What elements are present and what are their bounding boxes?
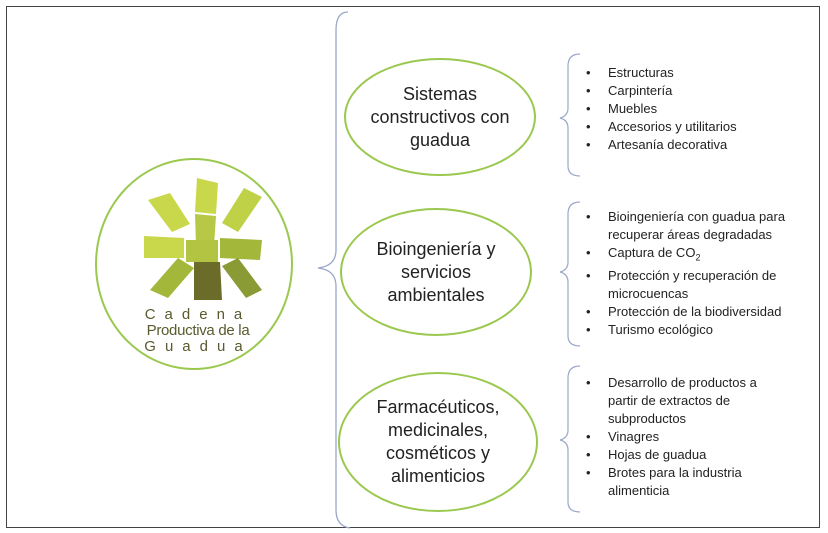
list-item: Protección y recuperación de microcuenca… — [580, 267, 824, 303]
logo-caption-line-3: Guadua — [144, 338, 252, 355]
category-3-line-1: Farmacéuticos, — [376, 397, 500, 417]
brace-group-1 — [559, 53, 581, 177]
list-item: Vinagres — [580, 428, 810, 446]
category-1-line-1: Sistemas — [402, 83, 478, 104]
category-1-list: Estructuras Carpintería Muebles Accesori… — [580, 64, 810, 154]
category-3-line-3: cosméticos y — [385, 443, 490, 463]
category-1-line-2: constructivos con — [370, 106, 510, 127]
logo-caption-line-1: Cadena — [144, 306, 252, 323]
list-item: Turismo ecológico — [580, 321, 824, 339]
list-item: Protección de la biodiversidad — [580, 303, 824, 321]
category-label-2: Bioingeniería y servicios ambientales — [356, 238, 515, 307]
category-1-line-3: guadua — [409, 129, 471, 150]
category-3-line-2: medicinales, — [387, 420, 489, 440]
category-ellipse-3: Farmacéuticos, medicinales, cosméticos y… — [338, 372, 538, 512]
category-ellipse-1: Sistemas constructivos con guadua — [344, 58, 536, 176]
list-item: Brotes para la industria alimenticia — [580, 464, 810, 500]
list-item: Captura de CO2 — [580, 244, 824, 267]
category-ellipse-2: Bioingeniería y servicios ambientales — [340, 208, 532, 336]
list-item: Accesorios y utilitarios — [580, 118, 810, 136]
list-item: Carpintería — [580, 82, 810, 100]
center-ellipse — [95, 158, 293, 370]
list-item: Artesanía decorativa — [580, 136, 810, 154]
brace-group-2 — [559, 201, 581, 347]
category-label-3: Farmacéuticos, medicinales, cosméticos y… — [356, 396, 519, 488]
category-3-line-4: alimenticios — [390, 466, 486, 486]
main-brace — [317, 11, 351, 529]
category-2-line-1: Bioingeniería y — [376, 238, 496, 259]
list-item: Estructuras — [580, 64, 810, 82]
list-item: Bioingeniería con guadua para recuperar … — [580, 208, 824, 244]
category-label-1: Sistemas constructivos con guadua — [350, 83, 529, 152]
logo-caption-line-2: Productiva de la — [146, 322, 250, 339]
category-2-line-3: ambientales — [387, 284, 485, 305]
list-item: Desarrollo de productos a partir de extr… — [580, 374, 810, 428]
list-item: Hojas de guadua — [580, 446, 810, 464]
brace-group-3 — [559, 365, 581, 513]
category-2-line-2: servicios — [400, 261, 471, 282]
category-2-list: Bioingeniería con guadua para recuperar … — [580, 208, 824, 339]
category-3-list: Desarrollo de productos a partir de extr… — [580, 374, 810, 500]
list-item: Muebles — [580, 100, 810, 118]
